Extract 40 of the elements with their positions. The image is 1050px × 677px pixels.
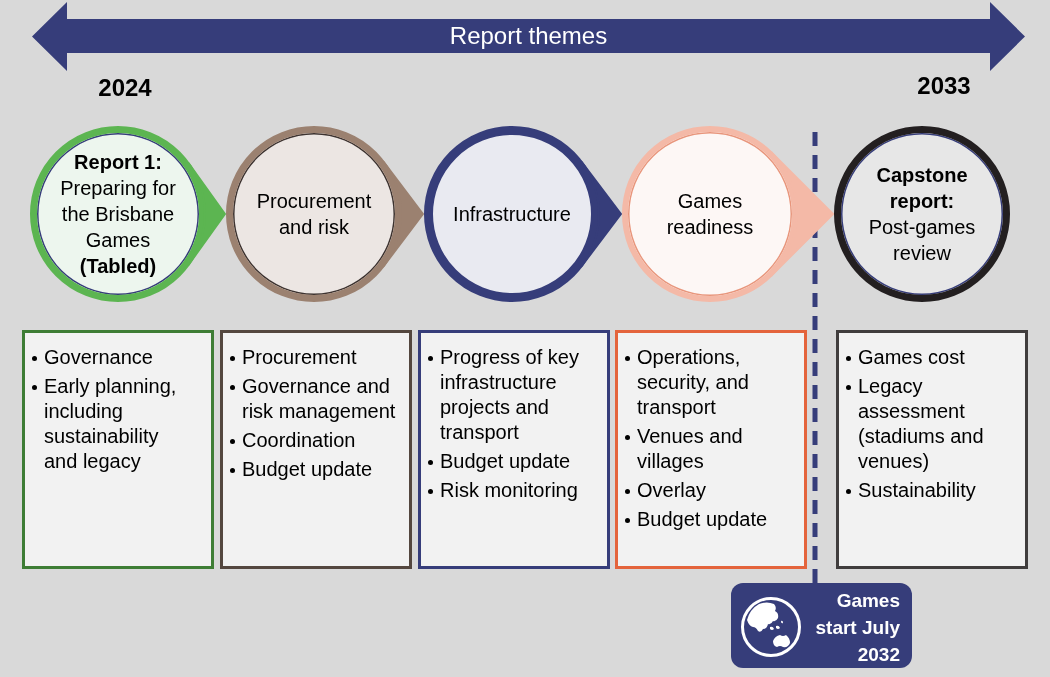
bullet-item: Venues and villages [623, 424, 793, 474]
bullet-item: Budget update [426, 449, 596, 474]
bullet-item: Sustainability [844, 478, 1014, 503]
bullet-item: Coordination [228, 428, 398, 453]
circle-heading: Report 1: [74, 150, 162, 175]
arrow-pointer [187, 162, 226, 266]
theme-box [615, 330, 807, 569]
double-arrow-banner [32, 2, 1025, 71]
bullet-item: Risk monitoring [426, 478, 596, 503]
bullet-item: Procurement [228, 345, 398, 370]
bullet-item: Overlay [623, 478, 793, 503]
arrow-pointer [382, 160, 424, 268]
dashed-divider-line [812, 132, 818, 583]
circle-text: Infrastructure [453, 202, 571, 227]
bullet-item: Budget update [228, 457, 398, 482]
circle-text: Preparing for the Brisbane Games [59, 176, 177, 253]
year-label: 2024 [98, 74, 152, 102]
theme-box [418, 330, 610, 569]
theme-box [836, 330, 1028, 569]
milestone-badge [731, 583, 912, 668]
bullet-item: Progress of key infrastructure projects and transport [426, 345, 596, 445]
circle-heading: (Tabled) [79, 254, 157, 279]
bullet-item: Games cost [844, 345, 1014, 370]
year-label: 2033 [917, 72, 971, 100]
bullet-item: Governance [30, 345, 195, 370]
arrow-pointer [580, 160, 622, 268]
bullet-item: Governance and risk management [228, 374, 398, 424]
theme-box [22, 330, 214, 569]
circle-text: Games readiness [665, 189, 755, 240]
bullet-item: Legacy assessment (stadiums and venues) [844, 374, 1014, 474]
bullet-item: Operations, security, and transport [623, 345, 793, 420]
bullet-item: Early planning, including sustainability and legacy [30, 374, 195, 474]
banner-title: Report themes [449, 22, 608, 50]
circle-text: Post-games review [867, 215, 977, 266]
milestone-text: Games start July 2032 [815, 590, 900, 665]
circle-text: Procurement and risk [255, 189, 373, 240]
bullet-item: Budget update [623, 507, 793, 532]
arrow-pointer [770, 151, 834, 277]
circle-heading: Capstone report: [875, 163, 969, 214]
theme-box [220, 330, 412, 569]
